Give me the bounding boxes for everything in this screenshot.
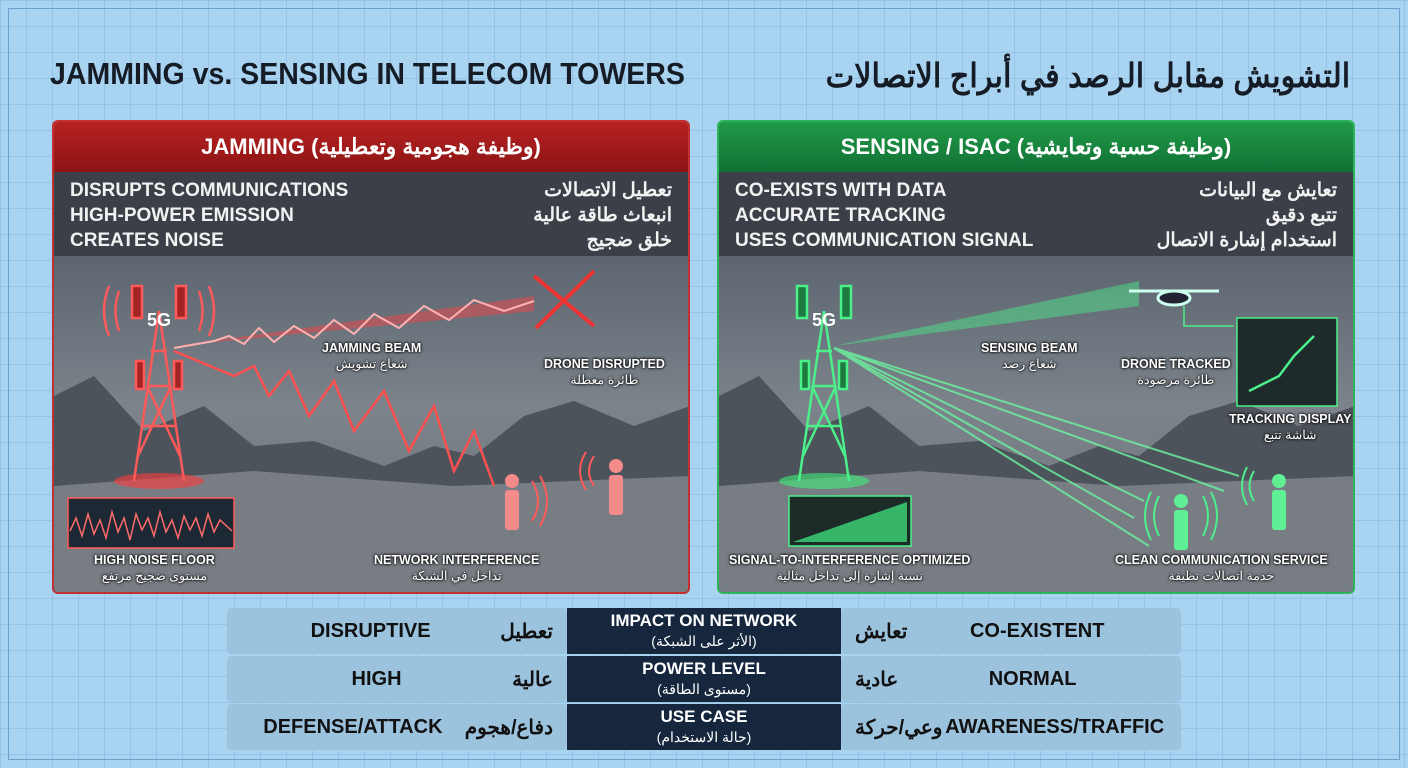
point-en: DISRUPTS COMMUNICATIONS: [70, 180, 349, 201]
noise-floor-chart: [67, 497, 235, 549]
sensing-points: CO-EXISTS WITH DATA ACCURATE TRACKING USES…: [719, 172, 1353, 256]
point-ar: تعطيل الاتصالات: [544, 180, 672, 201]
drone-disrupted-icon: [532, 269, 596, 330]
person-icon: [505, 459, 623, 530]
point-en: CO-EXISTS WITH DATA: [735, 180, 947, 201]
point-ar: انبعاث طاقة عالية: [533, 205, 672, 226]
point-ar: تعايش مع البيانات: [1199, 180, 1337, 201]
title-arabic: التشويش مقابل الرصد في أبراج الاتصالات: [825, 57, 1350, 94]
drone-tracked-icon: [1129, 289, 1219, 307]
tower-5g-label: 5G: [812, 310, 836, 330]
person-icon: [1174, 474, 1286, 550]
point-en: USES COMMUNICATION SIGNAL: [735, 230, 1034, 251]
point-en: ACCURATE TRACKING: [735, 205, 946, 226]
tower-5g-label: 5G: [147, 310, 171, 330]
tracking-display: [1236, 317, 1338, 407]
metric-cell: POWER LEVEL(مستوى الطاقة): [567, 656, 841, 702]
frame-border: [8, 8, 1400, 760]
metric-cell: USE CASE(حالة الاستخدام): [567, 704, 841, 750]
title-english: JAMMING vs. SENSING IN TELECOM TOWERS: [50, 56, 685, 91]
interference-wave: [173, 349, 496, 487]
jamming-header: JAMMING (وظيفة هجومية وتعطيلية): [54, 122, 688, 172]
jamming-points: DISRUPTS COMMUNICATIONS HIGH-POWER EMISSI…: [54, 172, 688, 256]
sensing-beam: [834, 281, 1139, 346]
tower-icon: [102, 284, 216, 482]
jamming-panel: JAMMING (وظيفة هجومية وتعطيلية) DISRUPTS…: [52, 120, 690, 594]
sensing-rays: [833, 347, 1240, 547]
sensing-panel: SENSING / ISAC (وظيفة حسية وتعايشية) CO-…: [717, 120, 1355, 594]
sensing-header: SENSING / ISAC (وظيفة حسية وتعايشية): [719, 122, 1353, 172]
jamming-beam: [174, 296, 534, 346]
point-en: CREATES NOISE: [70, 230, 224, 251]
point-ar: خلق ضجيج: [586, 230, 672, 251]
point-ar: استخدام إشارة الاتصال: [1156, 230, 1337, 251]
jamming-wave: [173, 298, 535, 349]
point-ar: تتبع دقيق: [1265, 205, 1337, 226]
metric-cell: IMPACT ON NETWORK(الأثر على الشبكة): [567, 608, 841, 654]
point-en: HIGH-POWER EMISSION: [70, 205, 294, 226]
tower-icon: [795, 284, 853, 482]
